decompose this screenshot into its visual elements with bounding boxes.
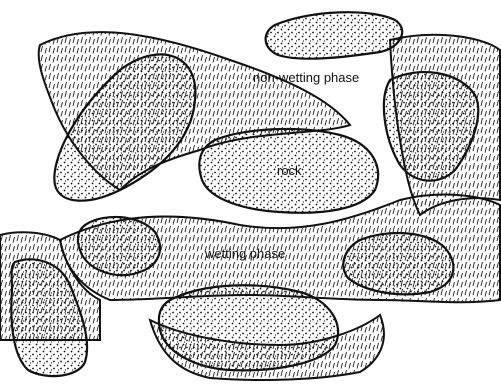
rock-label: rock (277, 163, 302, 178)
non-wetting-phase-label: non-wetting phase (253, 70, 359, 85)
rock-grain-top-center (266, 12, 403, 59)
rock-grain-bottom-center (159, 285, 338, 370)
rock-grain-right-lower (343, 233, 453, 294)
wetting-phase-label: wetting phase (204, 246, 285, 261)
